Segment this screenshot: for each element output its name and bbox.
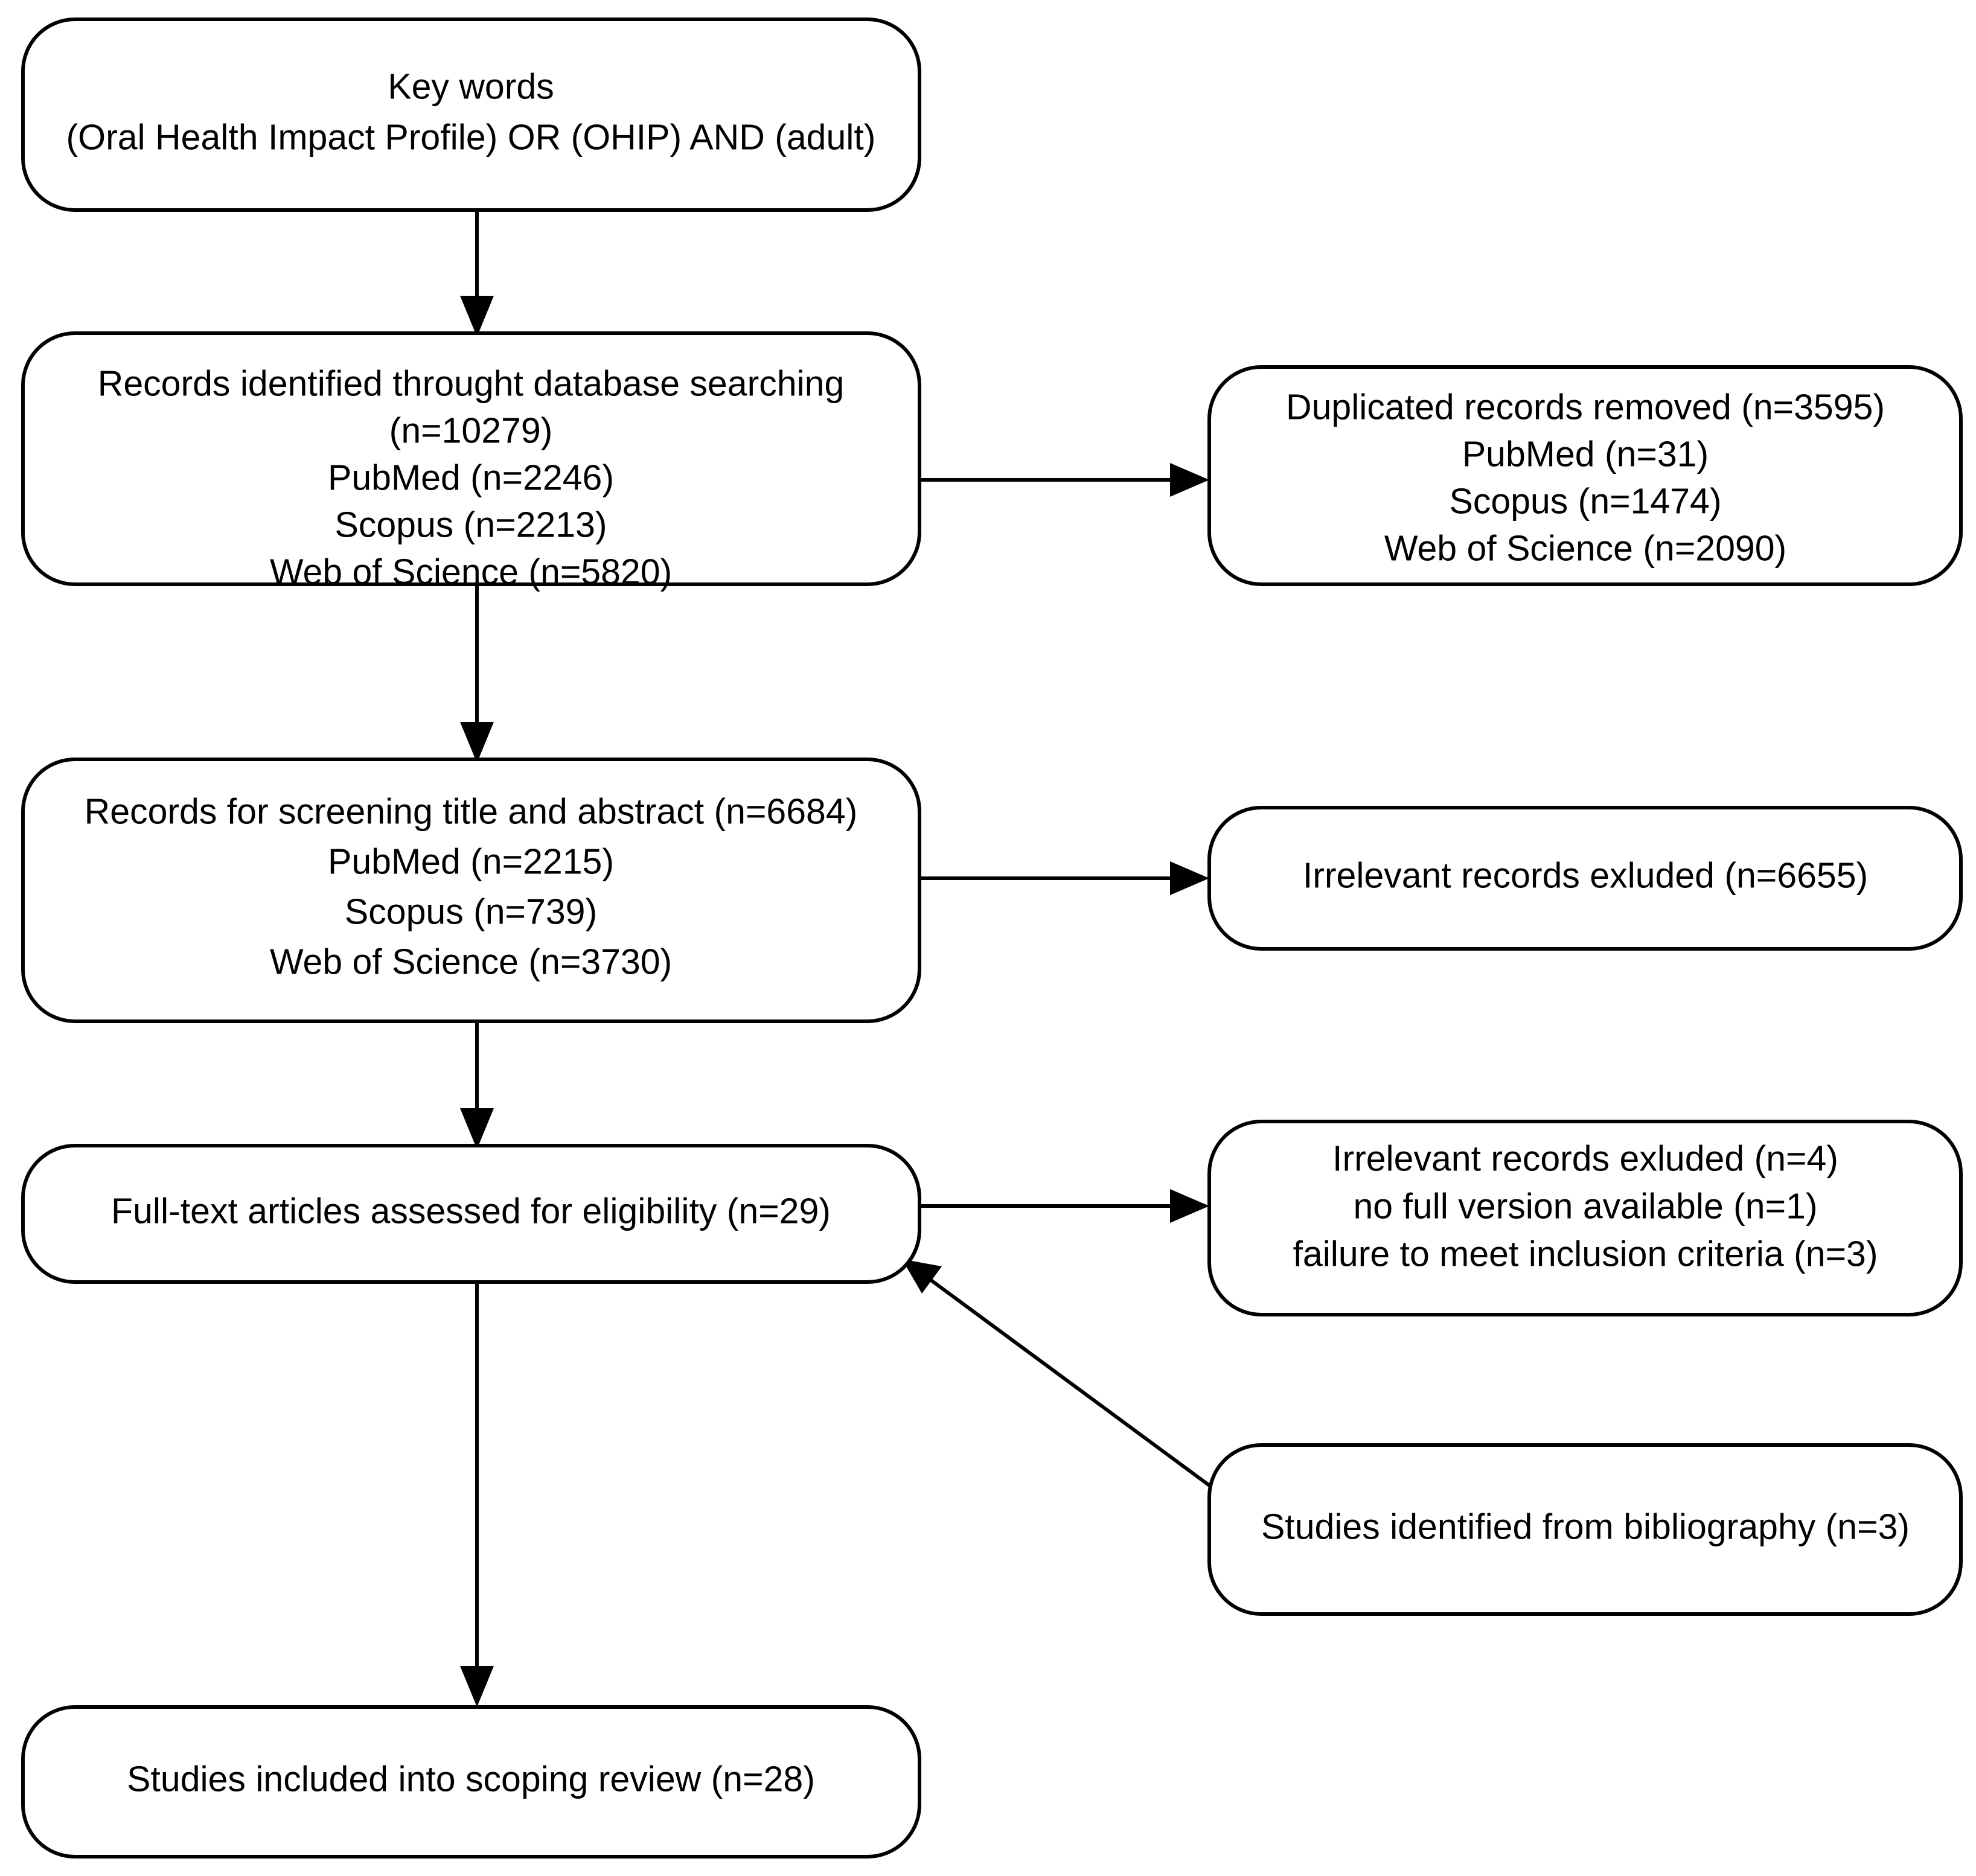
node-irrelevant-excluded-screening: Irrelevant records exluded (n=6655): [1207, 806, 1963, 951]
node-keywords-shape: [21, 18, 921, 212]
node-keywords: Key words (Oral Health Impact Profile) O…: [21, 18, 921, 212]
node-irrelevant-excluded-screening-shape: [1207, 806, 1963, 951]
node-records-identified-line-1: (n=10279): [389, 411, 553, 451]
node-duplicates-removed: Duplicated records removed (n=3595) PubM…: [1207, 365, 1963, 586]
node-records-identified-line-3: Scopus (n=2213): [335, 505, 607, 545]
node-records-identified-shape: [21, 331, 921, 586]
node-bibliography: Studies identified from bibliography (n=…: [1207, 1443, 1963, 1616]
node-duplicates-removed-line-3: Web of Science (n=2090): [1384, 529, 1786, 569]
node-records-identified-line-0: Records identified throught database sea…: [98, 364, 845, 404]
node-records-screening-line-1: PubMed (n=2215): [328, 842, 614, 882]
edge-identified-to-duplicates: [919, 463, 1209, 497]
node-records-identified-line-4: Web of Science (n=5820): [270, 552, 672, 592]
node-records-screening-line-3: Web of Science (n=3730): [270, 942, 672, 982]
node-irrelevant-excluded-fulltext-line-0: Irrelevant records exluded (n=4): [1332, 1139, 1838, 1179]
node-irrelevant-excluded-fulltext: Irrelevant records exluded (n=4) no full…: [1207, 1120, 1963, 1316]
node-records-screening-shape: [21, 758, 921, 1023]
edge-eligibility-to-included: [460, 1282, 494, 1707]
node-records-identified: Records identified throught database sea…: [21, 331, 921, 592]
edge-eligibility-to-irrelevant-fulltext: [919, 1189, 1209, 1223]
node-irrelevant-excluded-screening-line-0: Irrelevant records exluded (n=6655): [1303, 856, 1868, 896]
node-studies-included: Studies included into scoping review (n=…: [21, 1705, 921, 1858]
node-irrelevant-excluded-fulltext-line-2: failure to meet inclusion criteria (n=3): [1293, 1234, 1878, 1274]
node-fulltext-eligibility: Full-text articles assessed for eligibil…: [21, 1144, 921, 1284]
node-duplicates-removed-line-2: Scopus (n=1474): [1450, 482, 1722, 522]
node-records-screening: Records for screening title and abstract…: [21, 758, 921, 1023]
node-records-screening-line-0: Records for screening title and abstract…: [85, 792, 858, 832]
edge-bibliography-to-eligibility: [902, 1259, 1215, 1490]
node-keywords-line-1: (Oral Health Impact Profile) OR (OHIP) A…: [66, 118, 876, 158]
node-fulltext-eligibility-shape: [21, 1144, 921, 1284]
node-records-identified-line-2: PubMed (n=2246): [328, 458, 614, 498]
node-keywords-line-0: Key words: [388, 67, 554, 107]
node-bibliography-shape: [1207, 1443, 1963, 1616]
edge-screening-to-eligibility: [460, 1021, 494, 1149]
node-fulltext-eligibility-line-0: Full-text articles assessed for eligibil…: [111, 1192, 831, 1231]
node-irrelevant-excluded-fulltext-line-1: no full version available (n=1): [1353, 1187, 1817, 1227]
node-duplicates-removed-line-0: Duplicated records removed (n=3595): [1286, 388, 1885, 427]
edge-screening-to-irrelevant-screening: [919, 861, 1209, 895]
node-studies-included-shape: [21, 1705, 921, 1858]
node-irrelevant-excluded-fulltext-shape: [1207, 1120, 1963, 1316]
node-bibliography-line-0: Studies identified from bibliography (n=…: [1261, 1507, 1910, 1547]
node-studies-included-line-0: Studies included into scoping review (n=…: [127, 1760, 815, 1799]
node-duplicates-removed-shape: [1207, 365, 1963, 586]
edge-identified-to-screening: [460, 584, 494, 763]
edge-keywords-to-identified: [460, 210, 494, 337]
node-duplicates-removed-line-1: PubMed (n=31): [1462, 435, 1709, 474]
node-records-screening-line-2: Scopus (n=739): [345, 892, 597, 932]
